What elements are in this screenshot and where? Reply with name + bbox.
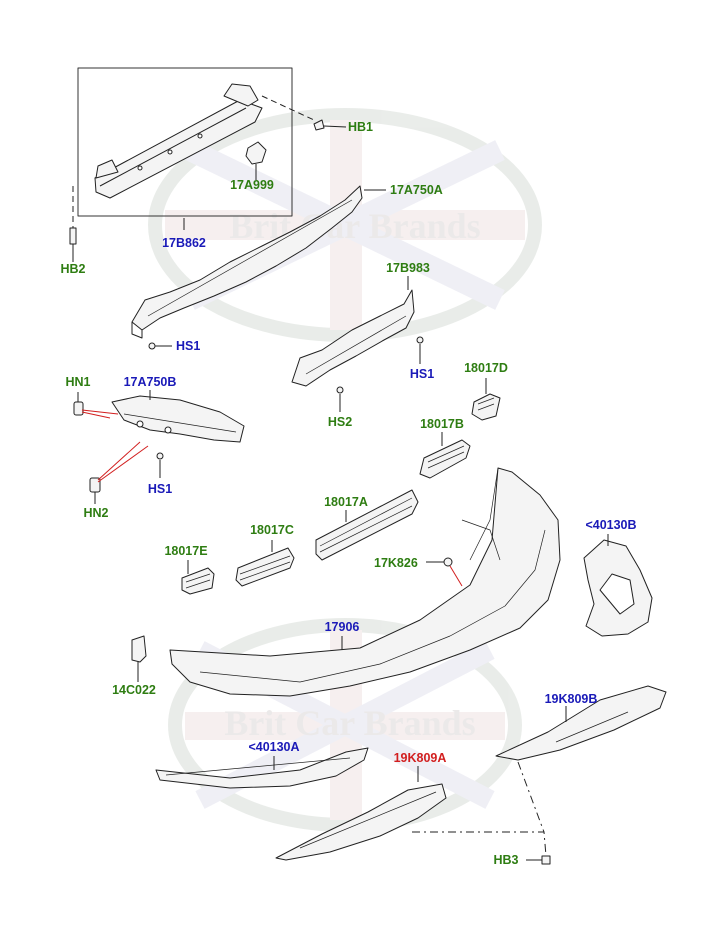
red-leader-hn1-b [81, 411, 111, 419]
label-40130b: <40130B [585, 518, 636, 532]
bolt-hb1-part [313, 119, 325, 131]
screw-hs1-top-part [148, 342, 156, 350]
label-17b983: 17B983 [386, 261, 430, 275]
label-19k809b: 19K809B [545, 692, 598, 706]
label-hs1-low: HS1 [148, 482, 172, 496]
label-hb1: HB1 [348, 120, 373, 134]
watermark-lower: Brit Car Brands [168, 618, 522, 832]
leader-hb1 [323, 125, 347, 128]
label-17k826: 17K826 [374, 556, 418, 570]
sensor-14c022-part [131, 635, 147, 663]
screw-hs1-low-part [156, 452, 164, 460]
absorber-17b983-part [291, 289, 415, 387]
grille-18017d-part [471, 393, 501, 421]
label-17a750a: 17A750A [390, 183, 443, 197]
label-hb2: HB2 [60, 262, 85, 276]
watermark-text-upper: Brit Car Brands [229, 206, 480, 246]
label-40130a: <40130A [248, 740, 299, 754]
grille-18017c-part [235, 547, 295, 587]
label-hs2: HS2 [328, 415, 352, 429]
side-trim-40130b-part [583, 539, 653, 637]
bolt-hb2-part [69, 227, 77, 245]
watermark-upper: Brit Car Brands [148, 108, 542, 342]
label-18017e: 18017E [164, 544, 207, 558]
undertray-19k809a-part [275, 783, 447, 861]
clip-17a999-part [245, 141, 267, 165]
label-17a999: 17A999 [230, 178, 274, 192]
label-14c022: 14C022 [112, 683, 156, 697]
label-hs1-top: HS1 [176, 339, 200, 353]
red-leader-hn2-a [97, 441, 141, 481]
grille-18017e-part [181, 567, 215, 595]
grille-18017a-part [315, 489, 419, 561]
label-18017d: 18017D [464, 361, 508, 375]
screw-hs2-part [336, 386, 344, 394]
label-18017b: 18017B [420, 417, 464, 431]
label-17a750b: 17A750B [124, 375, 177, 389]
red-leader-hn1-a [81, 409, 119, 415]
label-hn1: HN1 [65, 375, 90, 389]
grille-18017b-part [419, 439, 471, 479]
bolt-hb3-part [541, 855, 551, 865]
red-leader-17k826 [449, 565, 463, 587]
bumper-cover-17906-part [169, 467, 561, 697]
reinforcement-box-frame [77, 67, 293, 217]
label-18017c: 18017C [250, 523, 294, 537]
bracket-17a750b-part [111, 395, 245, 443]
clip-hn1-part [73, 401, 84, 416]
clip-17k826-part [443, 557, 453, 567]
reinforcement-beam-part [94, 83, 263, 199]
label-17906: 17906 [325, 620, 360, 634]
label-18017a: 18017A [324, 495, 368, 509]
watermark-text-lower: Brit Car Brands [224, 703, 475, 743]
screw-hs1-mid-part [416, 336, 424, 344]
energy-absorber-17b862-part [131, 185, 363, 339]
label-hn2: HN2 [83, 506, 108, 520]
leader-hb3-dash [412, 761, 547, 857]
label-hb3: HB3 [493, 853, 518, 867]
label-hs1-mid: HS1 [410, 367, 434, 381]
undertray-19k809b-part [495, 685, 667, 761]
label-17b862: 17B862 [162, 236, 206, 250]
label-19k809a: 19K809A [394, 751, 447, 765]
red-leader-hn2-b [97, 445, 149, 483]
trim-40130a-part [155, 747, 369, 789]
